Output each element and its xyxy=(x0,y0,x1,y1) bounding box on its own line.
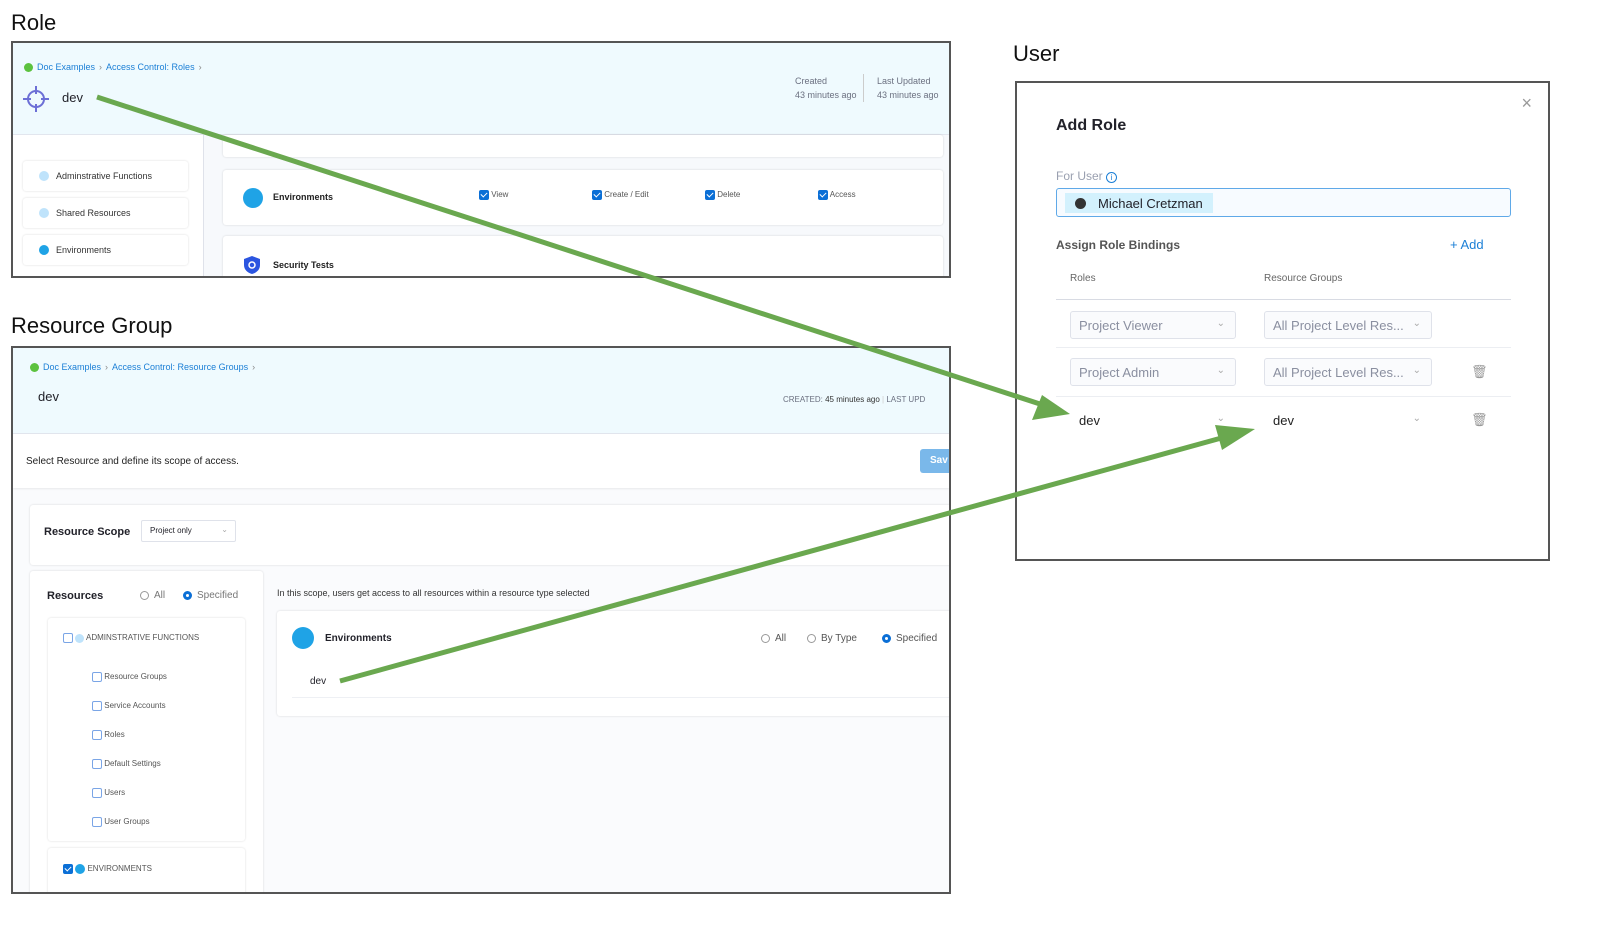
arrowhead xyxy=(1032,395,1070,420)
project-icon xyxy=(30,362,39,372)
environments-group: ENVIRONMENTS xyxy=(48,848,245,892)
scope-note: In this scope, users get access to all r… xyxy=(277,588,590,598)
role-select[interactable]: Project Admin⌄ xyxy=(1070,358,1236,386)
permission-access[interactable]: Access xyxy=(818,190,856,200)
save-button[interactable]: Sav xyxy=(920,449,949,473)
radio-specified[interactable]: Specified xyxy=(183,590,238,601)
environment-item: dev xyxy=(310,676,327,687)
avatar xyxy=(1075,198,1086,209)
admin-functions-group: ADMINSTRATIVE FUNCTIONS Resource Groups … xyxy=(48,618,245,841)
chevron-down-icon: ⌄ xyxy=(1216,413,1225,424)
checkbox-icon xyxy=(705,190,715,200)
page-title: dev xyxy=(38,389,59,404)
arrow-rg-to-binding xyxy=(339,434,1226,684)
col-roles: Roles xyxy=(1070,273,1096,284)
chevron-down-icon: ⌄ xyxy=(1412,365,1421,376)
chevron-down-icon: ⌄ xyxy=(1412,413,1421,424)
sidebar-item-environments[interactable]: Environments xyxy=(23,235,188,265)
role-select[interactable]: Project Viewer⌄ xyxy=(1070,311,1236,339)
resource-item[interactable]: Service Accounts xyxy=(92,691,167,720)
created-info: CREATED: 45 minutes ago | LAST UPD xyxy=(783,395,926,404)
arrow-role-to-binding xyxy=(96,94,1041,407)
environments-card: Environments All By Type Specified dev xyxy=(277,611,949,716)
crosshair-icon xyxy=(23,86,49,112)
permission-delete[interactable]: Delete xyxy=(705,190,740,200)
user-input[interactable]: Michael Cretzman xyxy=(1056,188,1511,217)
chevron-down-icon: ⌄ xyxy=(1412,318,1421,329)
breadcrumb-link[interactable]: Access Control: Resource Groups xyxy=(112,362,249,372)
resource-item[interactable]: Resource Groups xyxy=(92,662,167,691)
breadcrumb-link[interactable]: Access Control: Roles xyxy=(106,62,195,72)
chevron-down-icon: ⌄ xyxy=(1216,318,1225,329)
resource-group-select[interactable]: All Project Level Res...⌄ xyxy=(1264,358,1432,386)
shield-icon xyxy=(244,256,260,274)
add-role-dialog: × Add Role For User i Michael Cretzman A… xyxy=(1015,81,1550,561)
environments-icon xyxy=(243,188,263,208)
resource-scope-select[interactable]: Project only⌄ xyxy=(141,520,236,542)
chevron-down-icon: ⌄ xyxy=(1216,365,1225,376)
breadcrumb: Doc Examples› Access Control: Roles› xyxy=(24,62,202,72)
resource-item[interactable]: Roles xyxy=(92,720,167,749)
permission-view[interactable]: View xyxy=(479,190,508,200)
info-icon: i xyxy=(1106,172,1118,183)
rg-header: Doc Examples› Access Control: Resource G… xyxy=(13,348,949,434)
bindings-label: Assign Role Bindings xyxy=(1056,238,1181,252)
resource-group-select[interactable]: dev⌄ xyxy=(1264,406,1432,434)
project-icon xyxy=(24,62,33,72)
role-header: Doc Examples› Access Control: Roles› dev… xyxy=(13,43,949,135)
checkbox-icon xyxy=(479,190,489,200)
section-label-resource-group: Resource Group xyxy=(11,313,173,338)
chevron-down-icon: ⌄ xyxy=(221,525,228,534)
resources-card: Resources All Specified ADMINSTRATIVE FU… xyxy=(30,571,263,892)
admin-functions-checkbox[interactable]: ADMINSTRATIVE FUNCTIONS xyxy=(63,633,199,643)
environments-checkbox[interactable]: ENVIRONMENTS xyxy=(63,864,152,874)
radio-all[interactable]: All xyxy=(761,633,786,644)
for-user-label: For User i xyxy=(1056,169,1118,183)
resource-item[interactable]: Users xyxy=(92,778,167,807)
permission-create-edit[interactable]: Create / Edit xyxy=(592,190,649,200)
close-icon[interactable]: × xyxy=(1521,93,1532,113)
sidebar-item-shared[interactable]: Shared Resources xyxy=(23,198,188,228)
breadcrumb: Doc Examples› Access Control: Resource G… xyxy=(30,362,255,372)
checkbox-icon xyxy=(592,190,602,200)
arrowhead xyxy=(1215,425,1255,450)
radio-by-type[interactable]: By Type xyxy=(807,633,857,644)
radio-all[interactable]: All xyxy=(140,590,165,601)
role-screenshot: Doc Examples› Access Control: Roles› dev… xyxy=(11,41,951,278)
user-chip[interactable]: Michael Cretzman xyxy=(1065,193,1213,213)
role-select[interactable]: dev⌄ xyxy=(1070,406,1236,434)
add-binding-button[interactable]: + Add xyxy=(1450,237,1484,252)
admin-items-list: Resource Groups Service Accounts Roles D… xyxy=(92,662,167,836)
page-title: dev xyxy=(62,90,83,105)
description: Select Resource and define its scope of … xyxy=(26,456,239,467)
environments-icon xyxy=(292,627,314,649)
dialog-title: Add Role xyxy=(1056,117,1127,134)
trash-icon[interactable]: 🗑 xyxy=(1471,412,1488,427)
resource-item[interactable]: User Groups xyxy=(92,807,167,836)
resource-group-select[interactable]: All Project Level Res...⌄ xyxy=(1264,311,1432,339)
resource-group-screenshot: Doc Examples› Access Control: Resource G… xyxy=(11,346,951,894)
radio-specified[interactable]: Specified xyxy=(882,633,937,644)
checkbox-icon xyxy=(818,190,828,200)
breadcrumb-link[interactable]: Doc Examples xyxy=(37,62,96,72)
section-label-user: User xyxy=(1013,41,1060,66)
resource-item[interactable]: Default Settings xyxy=(92,749,167,778)
col-resource-groups: Resource Groups xyxy=(1264,273,1343,284)
section-label-role: Role xyxy=(11,10,57,35)
breadcrumb-link[interactable]: Doc Examples xyxy=(43,362,102,372)
sidebar-item-admin[interactable]: Adminstrative Functions xyxy=(23,161,188,191)
trash-icon[interactable]: 🗑 xyxy=(1471,364,1488,379)
